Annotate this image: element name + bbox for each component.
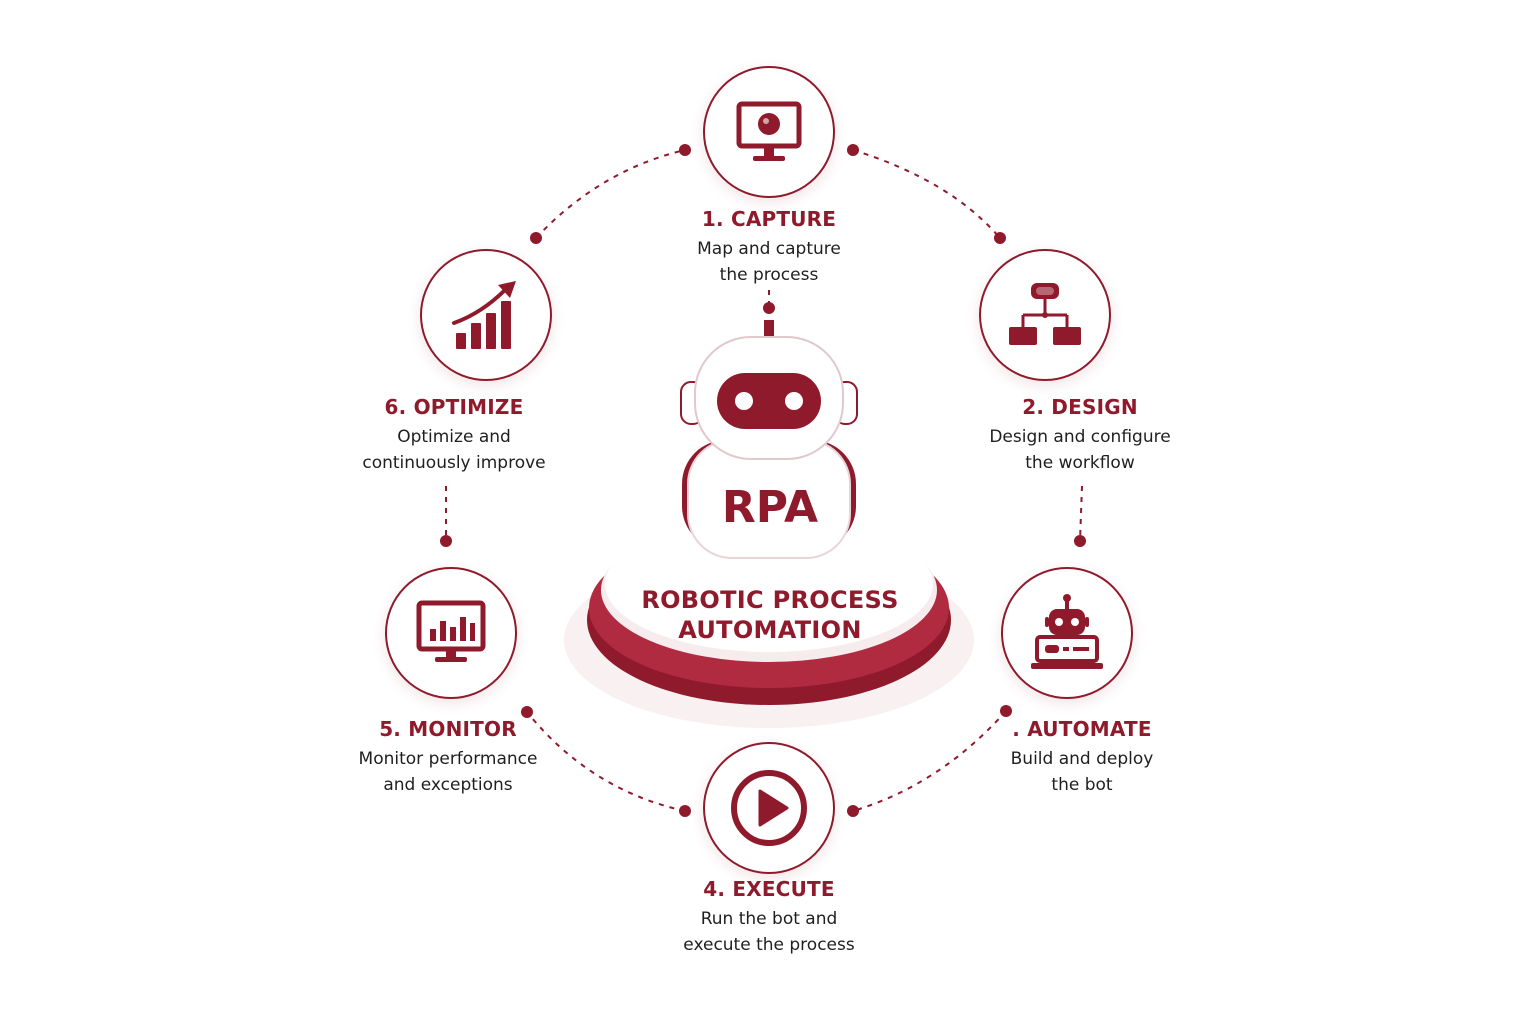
step-monitor-circle <box>385 567 517 699</box>
step-automate-circle <box>1001 567 1133 699</box>
step-description: Build and deploy the bot <box>1010 749 1154 795</box>
center-title-line2: AUTOMATION <box>678 616 862 644</box>
step-title: 1. CAPTURE <box>701 207 837 231</box>
growth-chart-icon <box>452 281 516 349</box>
center-title: ROBOTIC PROCESS AUTOMATION <box>590 585 950 645</box>
center-title-line1: ROBOTIC PROCESS <box>641 586 899 614</box>
connector-capture-design <box>852 149 1001 239</box>
connector-dot <box>440 535 452 547</box>
step-automate-text: . AUTOMATE Build and deploy the bot <box>952 716 1212 798</box>
connector-automate-execute <box>852 710 1007 812</box>
step-monitor-text: 5. MONITOR Monitor performance and excep… <box>318 716 578 798</box>
step-title: 2. DESIGN <box>1022 395 1138 419</box>
connector-design-automate <box>1079 485 1083 542</box>
step-title: 6. OPTIMIZE <box>384 395 524 419</box>
step-capture-circle <box>703 66 835 198</box>
connector-execute-monitor <box>526 711 686 812</box>
connector-dot <box>763 302 775 314</box>
step-design-circle <box>979 249 1111 381</box>
step-execute-text: 4. EXECUTE Run the bot and execute the p… <box>639 876 899 958</box>
connector-dot <box>1000 705 1012 717</box>
connector-dot <box>1074 535 1086 547</box>
rpa-badge: RPA <box>721 482 819 533</box>
step-title: . AUTOMATE <box>1012 717 1152 741</box>
connector-dot <box>679 144 691 156</box>
step-description: Optimize and continuously improve <box>362 427 546 473</box>
step-design-text: 2. DESIGN Design and configure the workf… <box>950 394 1210 476</box>
step-optimize-text: 6. OPTIMIZE Optimize and continuously im… <box>324 394 584 476</box>
center-platform <box>564 516 974 728</box>
connector-dot <box>847 144 859 156</box>
step-execute-circle <box>703 742 835 874</box>
robot-laptop-icon <box>1031 594 1103 669</box>
flowchart-icon <box>1009 283 1081 345</box>
step-optimize-circle <box>420 249 552 381</box>
connector-dot <box>521 706 533 718</box>
step-description: Design and configure the workflow <box>989 427 1171 473</box>
connector-dot <box>530 232 542 244</box>
connector-dot <box>847 805 859 817</box>
step-description: Run the bot and execute the process <box>683 909 855 955</box>
step-description: Monitor performance and exceptions <box>358 749 538 795</box>
monitor-record-icon <box>736 101 802 161</box>
monitor-chart-icon <box>416 600 486 662</box>
step-capture-text: 1. CAPTURE Map and capture the process <box>639 206 899 288</box>
connector-dot <box>679 805 691 817</box>
step-title: 5. MONITOR <box>379 717 517 741</box>
connector-dot <box>994 232 1006 244</box>
step-description: Map and capture the process <box>697 239 841 285</box>
center-robot-icon <box>680 320 858 559</box>
connector-optimize-capture <box>535 149 686 239</box>
step-title: 4. EXECUTE <box>703 877 835 901</box>
play-icon <box>731 770 807 846</box>
